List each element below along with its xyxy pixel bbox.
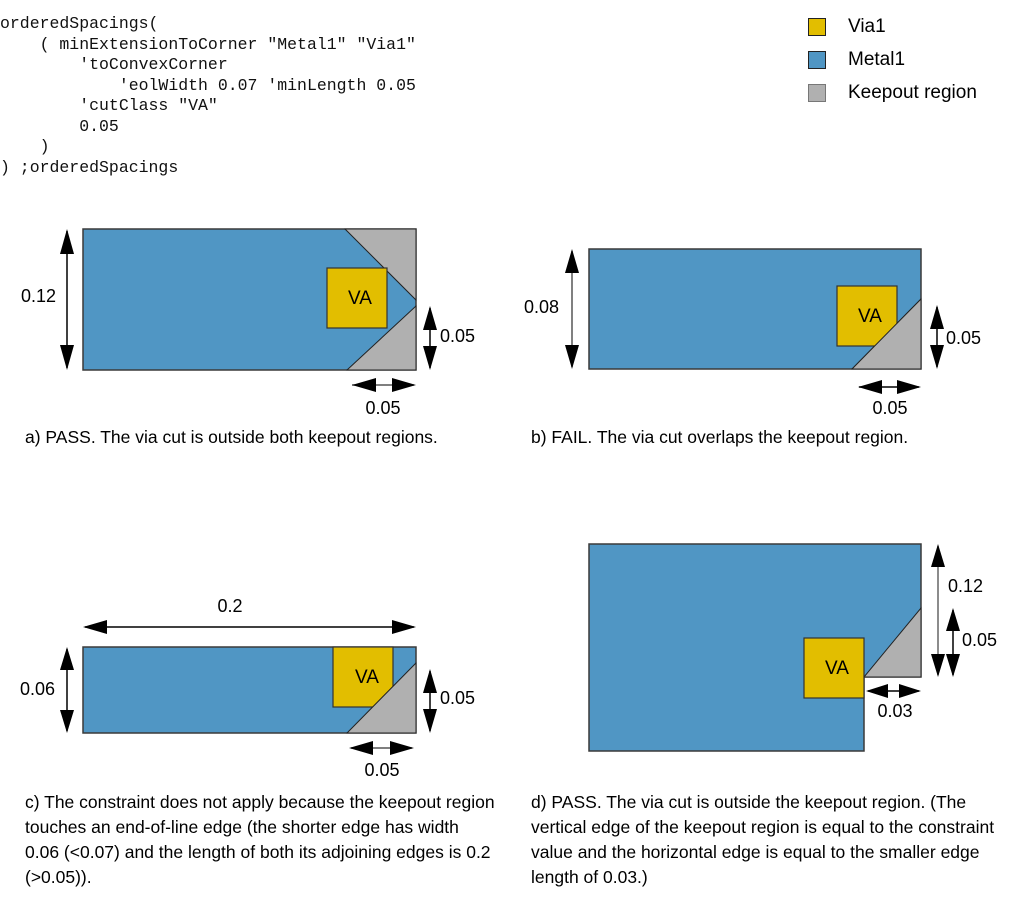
arrowhead-down-icon (565, 345, 579, 369)
arrowhead-up-icon (565, 249, 579, 273)
arrowhead-down-icon (946, 654, 960, 677)
legend-label: Via1 (848, 15, 886, 37)
arrowhead-up-icon (423, 669, 437, 693)
panel-a: VA 0.12 0.05 0.05 (21, 228, 475, 418)
code-line: ) (0, 137, 50, 156)
arrowhead-up-icon (946, 608, 960, 631)
keepout-region-bottom (345, 304, 417, 371)
via1-swatch-icon (808, 17, 826, 36)
height-dimension-label: 0.06 (20, 679, 55, 699)
via-label: VA (858, 306, 882, 327)
keepout-overlap (850, 297, 922, 370)
metal1-shape (588, 543, 922, 752)
keepout-horizontal-label: 0.05 (872, 398, 907, 418)
width-dimension-label: 0.2 (217, 596, 242, 616)
code-snippet: orderedSpacings( ( minExtensionToCorner … (0, 14, 416, 178)
panel-b: VA 0.08 0.05 0.05 (524, 248, 981, 418)
arrowhead-right-icon (392, 620, 416, 634)
keepout-vertical-label: 0.05 (440, 326, 475, 346)
keepout-region-top (343, 228, 417, 302)
legend-item-metal1: Metal1 (808, 43, 977, 76)
keepout-horizontal-label: 0.03 (877, 701, 912, 721)
arrowhead-left-icon (866, 684, 888, 698)
keepout-region (862, 606, 922, 678)
arrowhead-left-icon (83, 620, 107, 634)
arrowhead-up-icon (930, 305, 944, 329)
arrowhead-left-icon (858, 380, 882, 394)
keepout-vertical-label: 0.05 (946, 328, 981, 348)
legend-item-via1: Via1 (808, 10, 977, 43)
arrowhead-left-icon (349, 741, 373, 755)
caption-b: b) FAIL. The via cut overlaps the keepou… (531, 427, 909, 447)
via-label: VA (355, 667, 379, 688)
arrowhead-right-icon (392, 378, 416, 392)
via-label: VA (825, 658, 849, 679)
code-line: ) ;orderedSpacings (0, 157, 179, 177)
arrowhead-down-icon (60, 710, 74, 733)
arrowhead-right-icon (897, 380, 921, 394)
caption-a: a) PASS. The via cut is outside both kee… (25, 427, 438, 447)
arrowhead-down-icon (423, 346, 437, 370)
panel-c: 0.2 VA 0.06 0.05 0.05 (20, 596, 475, 780)
code-line: 'eolWidth 0.07 'minLength 0.05 (0, 75, 416, 95)
arrowhead-left-icon (352, 378, 376, 392)
arrowhead-up-icon (60, 229, 74, 254)
height-dimension-label: 0.08 (524, 297, 559, 317)
arrowhead-down-icon (930, 345, 944, 369)
keepout-swatch-icon (808, 83, 826, 102)
legend: Via1 Metal1 Keepout region (808, 10, 977, 109)
via-cut (803, 637, 865, 699)
height-dimension-label: 0.12 (21, 286, 56, 306)
arrowhead-down-icon (423, 709, 437, 733)
keepout-region (345, 661, 417, 734)
height-dimension-label: 0.12 (948, 576, 983, 596)
keepout-vertical-label: 0.05 (440, 688, 475, 708)
code-line: 'toConvexCorner (0, 55, 228, 74)
keepout-horizontal-label: 0.05 (364, 760, 399, 780)
code-line: 0.05 (0, 116, 119, 136)
arrowhead-right-icon (390, 741, 414, 755)
via-label: VA (348, 288, 372, 309)
via-cut (326, 267, 388, 329)
arrowhead-down-icon (60, 345, 74, 370)
caption-c: c) The constraint does not apply because… (25, 792, 495, 887)
code-line: ( minExtensionToCorner "Metal1" "Via1" (0, 34, 416, 54)
keepout-vertical-label: 0.05 (962, 630, 997, 650)
code-line: orderedSpacings( (0, 14, 159, 33)
keepout-horizontal-label: 0.05 (365, 398, 400, 418)
caption-d: d) PASS. The via cut is outside the keep… (531, 792, 995, 887)
legend-label: Metal1 (848, 48, 906, 70)
arrowhead-up-icon (60, 647, 74, 670)
legend-label: Keepout region (848, 81, 977, 103)
arrowhead-up-icon (931, 544, 945, 567)
code-line: 'cutClass "VA" (0, 96, 218, 115)
legend-item-keepout: Keepout region (808, 76, 977, 109)
arrowhead-down-icon (931, 654, 945, 677)
arrowhead-up-icon (423, 306, 437, 330)
panel-d: VA 0.12 0.05 0.03 (588, 543, 997, 752)
arrowhead-right-icon (899, 684, 921, 698)
metal1-swatch-icon (808, 50, 826, 69)
